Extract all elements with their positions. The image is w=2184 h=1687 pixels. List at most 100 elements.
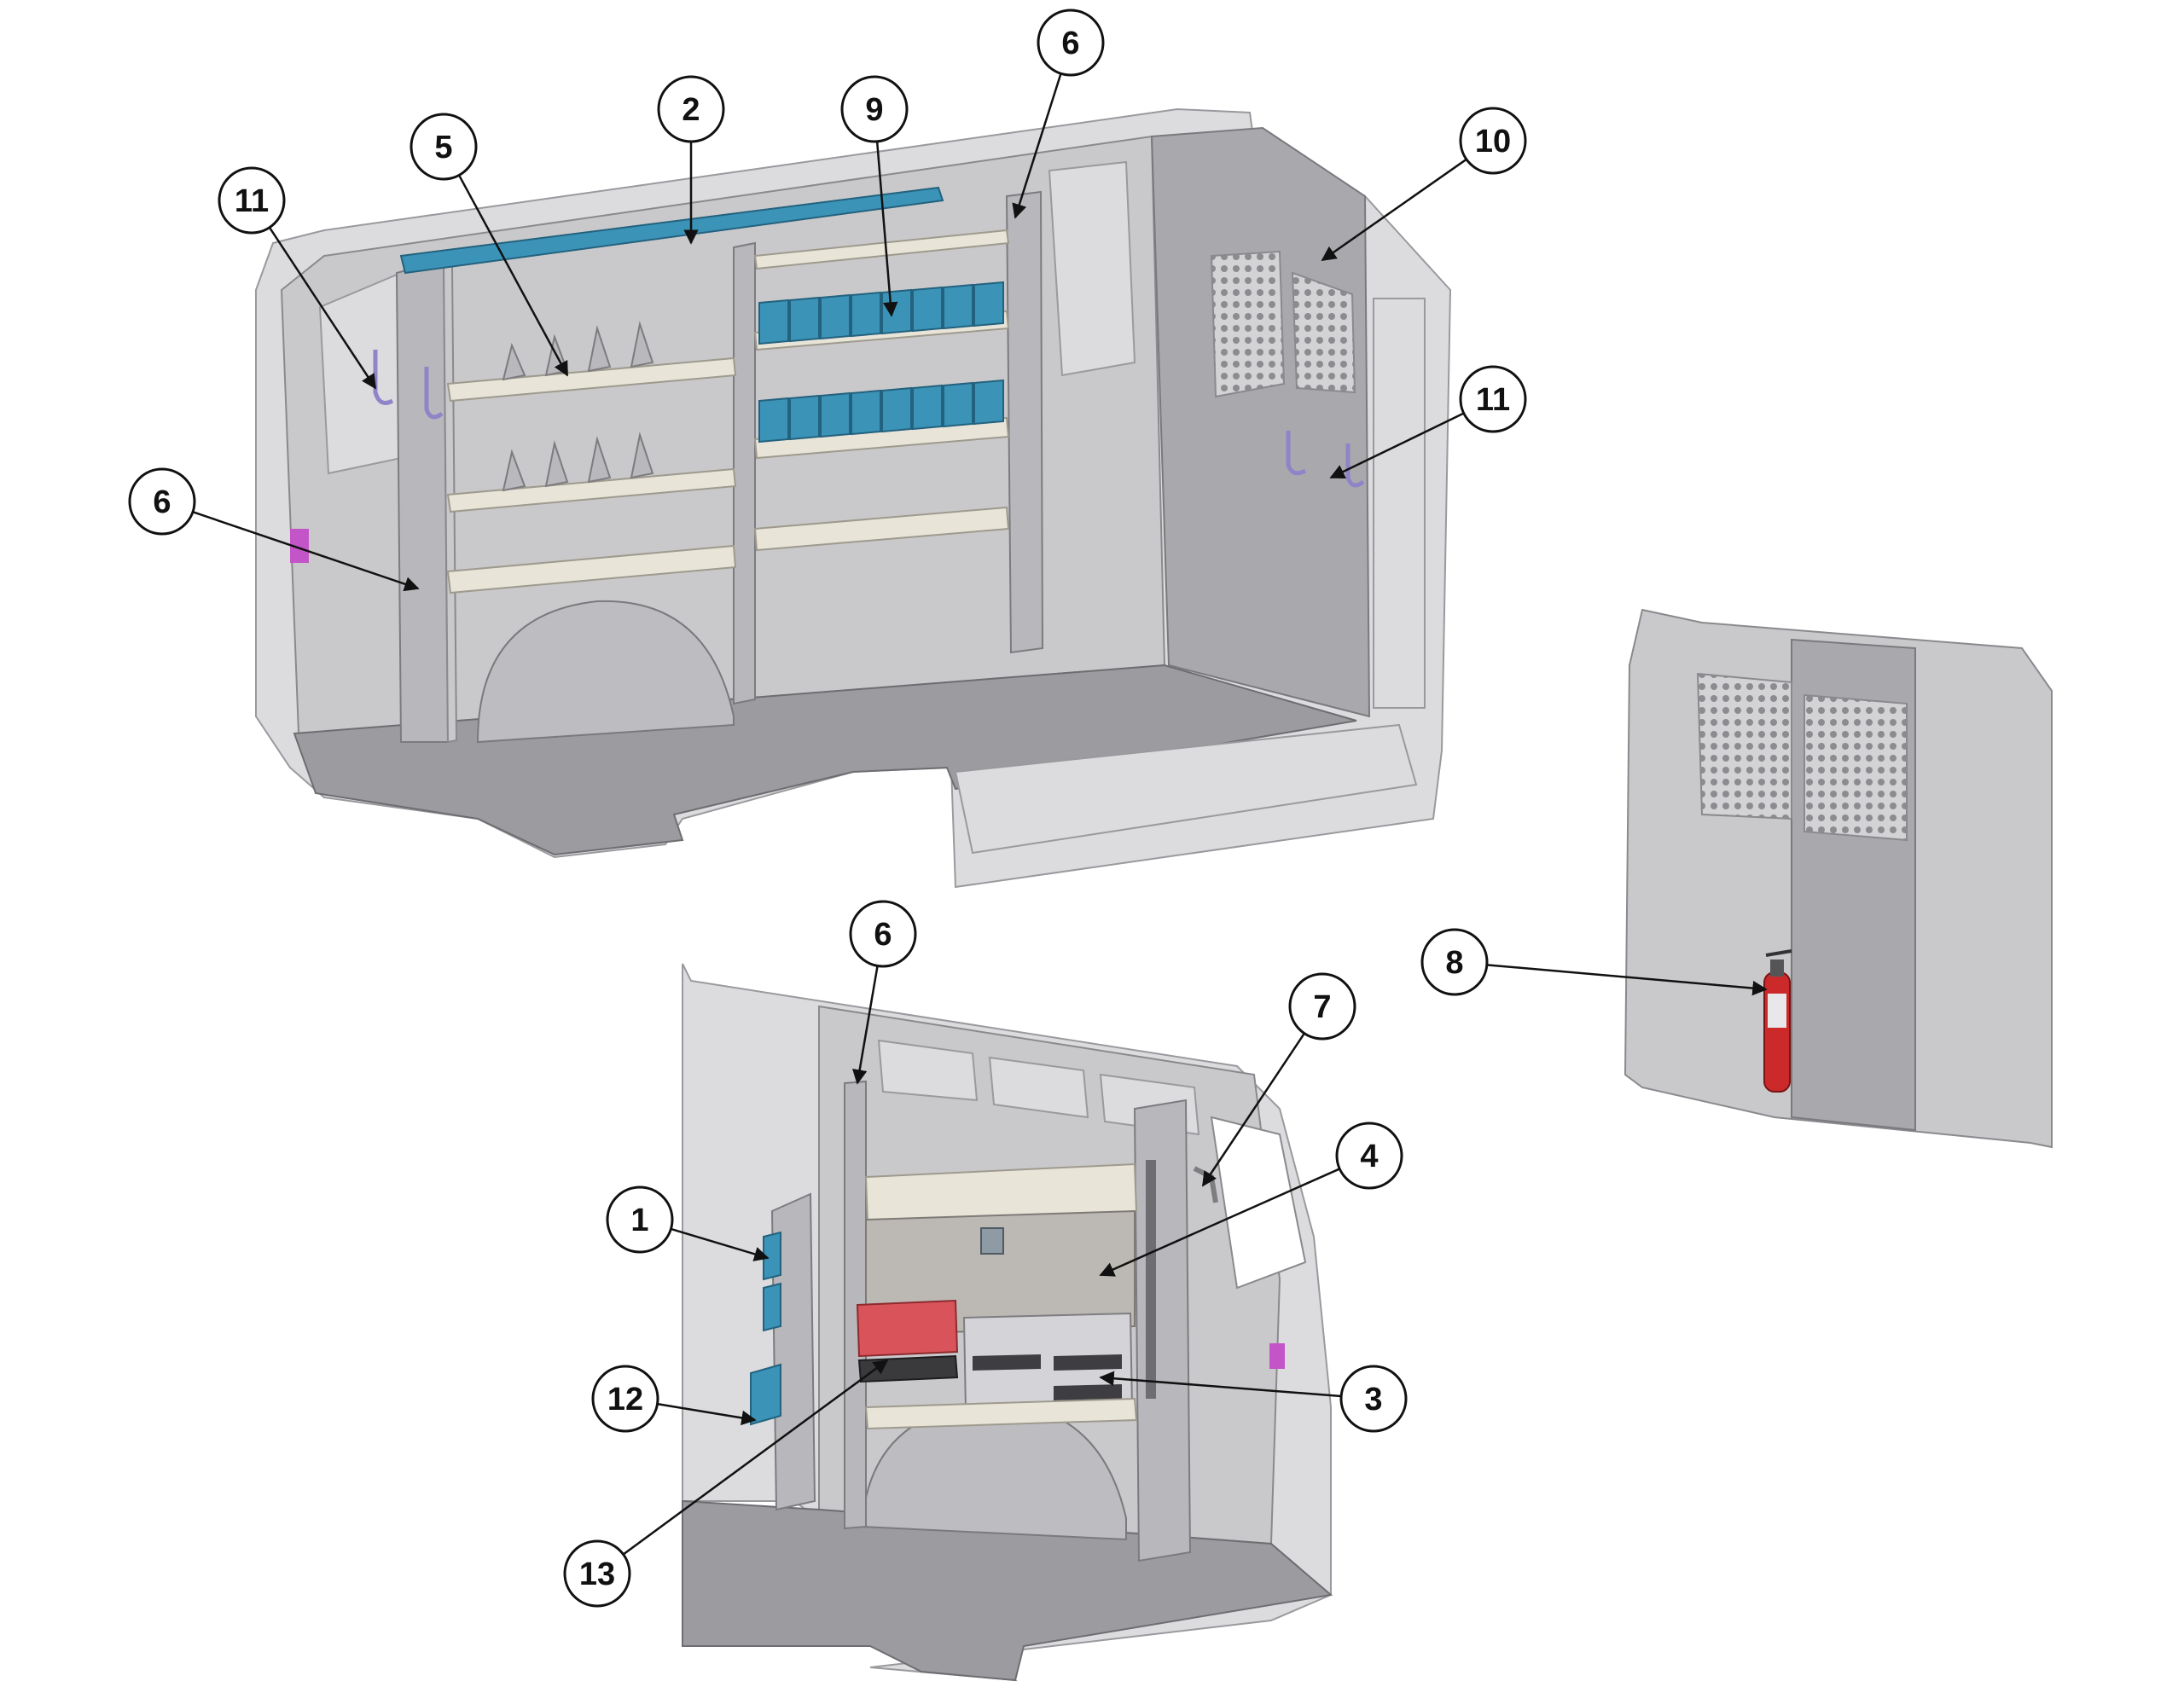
rear-door-opening: [1210, 1116, 1307, 1290]
callout-5: 5: [410, 113, 478, 181]
partition-detail: [1623, 608, 2053, 1149]
right-upright-top: [1005, 190, 1044, 654]
leader-6c: [852, 965, 879, 1085]
callout-3: 3: [1339, 1365, 1408, 1433]
callout-circle: [128, 467, 196, 536]
wall-recess-2: [1048, 160, 1136, 377]
parts-bin: [851, 389, 881, 436]
callout-4: 4: [1335, 1122, 1403, 1190]
callout-number: 6: [1061, 26, 1079, 61]
callout-11b: 11: [1459, 365, 1527, 433]
callout-9: 9: [840, 75, 909, 143]
leader-10: [1321, 158, 1467, 262]
callout-8: 8: [1420, 928, 1489, 996]
floor-top: [293, 664, 1357, 856]
latch-bottom: [1269, 1343, 1285, 1369]
wheel-well-top: [476, 600, 735, 744]
callout-circle: [1420, 928, 1489, 996]
callout-circle: [849, 900, 917, 968]
parts-bin: [789, 394, 820, 441]
parts-bin: [881, 288, 912, 335]
cabinet-latch: [980, 1227, 1004, 1255]
callout-6c: 6: [849, 900, 917, 968]
callout-2: 2: [657, 75, 725, 143]
leader-3: [1099, 1371, 1342, 1398]
callout-circle: [606, 1186, 674, 1254]
callout-number: 13: [579, 1557, 615, 1592]
window-frame-2: [988, 1056, 1089, 1119]
upright-right-bottom: [1133, 1099, 1192, 1562]
shelving-unit-top: [395, 186, 1044, 744]
callout-number: 4: [1360, 1139, 1378, 1174]
partition-detail-perf-left: [1696, 672, 1792, 820]
callout-number: 9: [865, 92, 883, 128]
callout-7: 7: [1288, 972, 1356, 1041]
callout-number: 8: [1445, 945, 1463, 981]
leader-5: [457, 174, 569, 377]
callout-12: 12: [591, 1365, 659, 1433]
partition-perf-right: [1291, 271, 1356, 394]
shelf-3-right: [753, 506, 1010, 552]
callout-circle: [591, 1365, 659, 1433]
callout-circle: [1037, 9, 1105, 77]
callout-11a: 11: [218, 166, 286, 235]
leader-11a: [268, 227, 377, 390]
red-tray-drawer-dark: [857, 1354, 959, 1383]
hooks-partition: [1286, 431, 1365, 488]
parts-bin: [851, 291, 881, 338]
parts-bin: [912, 286, 943, 333]
callout-number: 10: [1475, 124, 1511, 159]
parts-bin: [912, 384, 943, 431]
callout-circle: [218, 166, 286, 235]
parts-bin: [820, 391, 851, 438]
leader-lines: [192, 72, 1768, 1556]
red-tray: [856, 1299, 959, 1358]
parts-bin: [881, 386, 912, 433]
bottom-van-interior: [682, 963, 1333, 1682]
callout-10: 10: [1459, 107, 1527, 175]
callout-number: 1: [630, 1203, 648, 1238]
callout-circle: [657, 75, 725, 143]
drawer-dark-3: [1054, 1384, 1122, 1400]
partition-wall: [1150, 126, 1371, 718]
bins-side-lower: [750, 1363, 781, 1426]
shelf-1-left: [446, 357, 737, 403]
callout-number: 11: [235, 183, 269, 219]
parts-bin: [758, 397, 789, 443]
callout-number: 6: [153, 484, 171, 520]
callout-number: 12: [607, 1382, 643, 1417]
parts-bin: [789, 296, 820, 343]
parts-bin: [943, 283, 973, 330]
leader-9: [875, 141, 898, 317]
callout-6a: 6: [1037, 9, 1105, 77]
door-sill: [954, 723, 1418, 855]
leader-11b: [1329, 412, 1465, 479]
callout-circle: [840, 75, 909, 143]
shelf-2-left: [446, 467, 737, 513]
shelf-top-right: [753, 229, 1010, 270]
callout-1: 1: [606, 1186, 674, 1254]
end-panel-left-top: [395, 258, 450, 743]
parts-bin: [820, 293, 851, 340]
partition-perf-left: [1210, 250, 1286, 398]
partition-detail-perf-right: [1804, 693, 1908, 842]
callout-6b: 6: [128, 467, 196, 536]
mid-upright-top: [733, 241, 756, 705]
shelf-3-left: [446, 544, 737, 594]
leader-6a: [1012, 72, 1062, 219]
latch-top: [290, 529, 309, 563]
leader-6b: [192, 511, 420, 592]
drawer-dark-2: [1054, 1354, 1122, 1371]
parts-bin: [973, 379, 1004, 426]
callout-circle: [410, 113, 478, 181]
fire-extinguisher: [1763, 949, 1792, 1093]
callout-number: 3: [1364, 1382, 1382, 1417]
callout-number: 2: [682, 92, 700, 128]
leader-4: [1099, 1168, 1340, 1277]
leader-1: [671, 1227, 770, 1261]
window-frame-1: [877, 1039, 979, 1102]
leader-8: [1486, 964, 1768, 996]
leader-12: [657, 1402, 757, 1426]
bins-side-upper: [763, 1231, 781, 1332]
